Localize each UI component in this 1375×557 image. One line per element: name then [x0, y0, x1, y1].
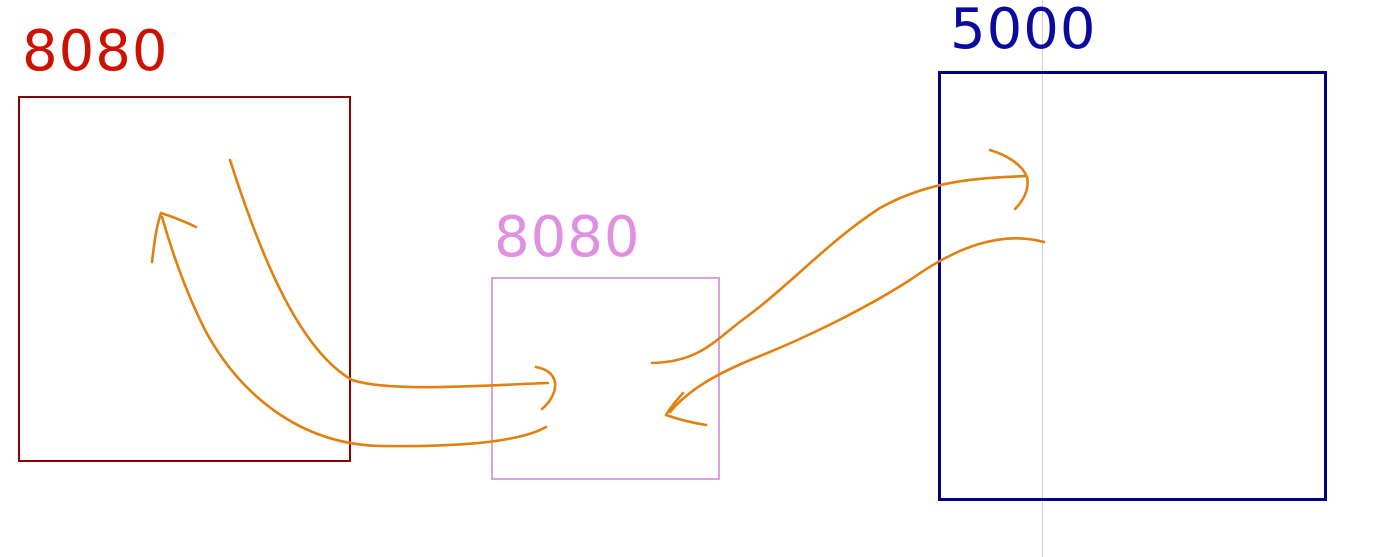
arrow-left-to-middle [228, 158, 550, 389]
middle-node-box [491, 277, 720, 480]
arrow-right-to-middle [668, 236, 1046, 414]
vertical-guide-line [1042, 0, 1043, 557]
arrow-middle-to-left [160, 215, 548, 448]
right-node-label: 5000 [950, 0, 1097, 62]
right-node-box [938, 71, 1327, 501]
left-node-label: 8080 [22, 19, 169, 84]
middle-node-label: 8080 [494, 205, 641, 270]
arrowhead-middle-to-right [988, 148, 1029, 211]
arrowhead-right-to-middle [664, 391, 708, 427]
left-node-box [18, 96, 351, 462]
arrowhead-middle-to-left [150, 211, 198, 264]
arrowhead-left-to-middle [534, 365, 557, 411]
arrow-middle-to-right [650, 174, 1028, 365]
